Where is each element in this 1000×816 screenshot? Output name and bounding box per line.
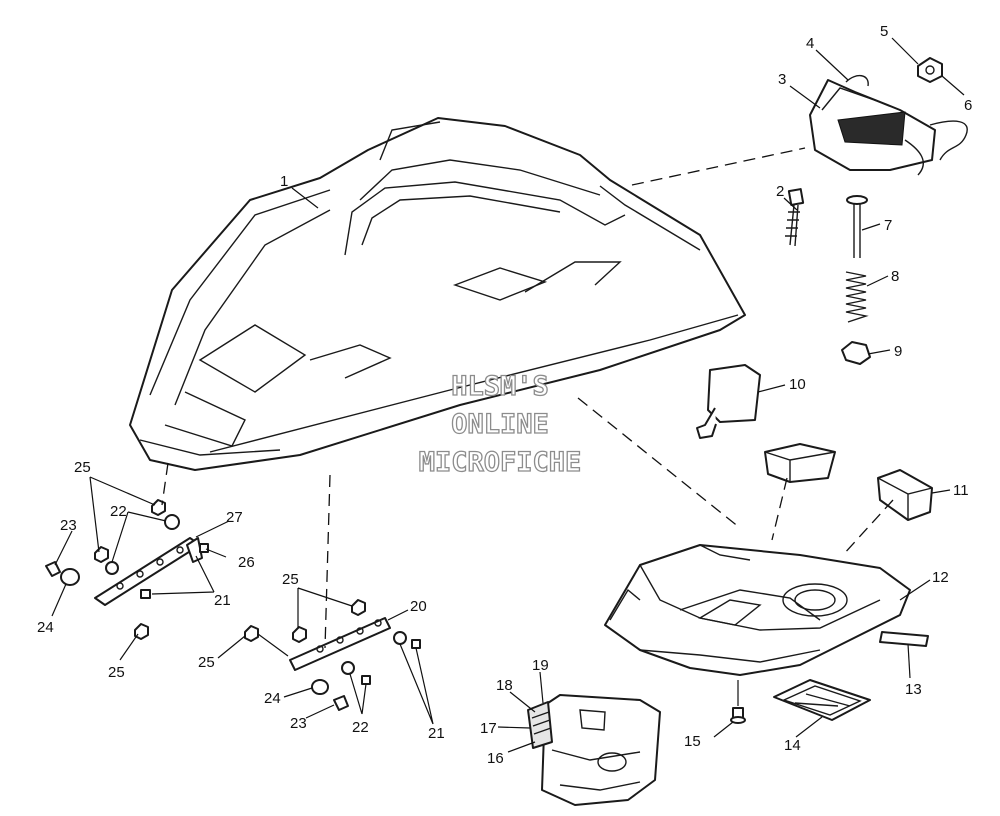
spacer-part <box>311 679 329 695</box>
bolt-part <box>361 675 371 685</box>
nut-part <box>134 623 149 640</box>
callout-7: 7 <box>884 217 892 234</box>
screw-part <box>730 707 746 724</box>
callout-21a: 21 <box>214 592 231 609</box>
clip-part <box>845 75 869 87</box>
bolt-part <box>411 639 421 649</box>
nut-part <box>351 599 366 616</box>
callout-15: 15 <box>684 733 701 750</box>
nut-part <box>244 625 259 642</box>
pin-part <box>846 195 868 258</box>
watermark-line-2: ONLINE <box>451 409 549 440</box>
callout-20: 20 <box>410 598 427 615</box>
nut-part <box>151 499 166 516</box>
callout-1: 1 <box>280 173 288 190</box>
grille-part <box>773 679 871 721</box>
callout-17: 17 <box>480 720 497 737</box>
callout-23a: 23 <box>60 517 77 534</box>
washer-part <box>105 561 119 575</box>
callout-23b: 23 <box>290 715 307 732</box>
windshield-bracket-part <box>809 79 968 176</box>
callout-10: 10 <box>789 376 806 393</box>
callout-16: 16 <box>487 750 504 767</box>
callout-24b: 24 <box>264 690 281 707</box>
callout-13: 13 <box>905 681 922 698</box>
bolt-part <box>140 589 151 599</box>
callout-14: 14 <box>784 737 801 754</box>
nut-part <box>292 626 307 643</box>
callout-19: 19 <box>532 657 549 674</box>
pad-part-a <box>764 443 836 483</box>
callout-22a: 22 <box>110 503 127 520</box>
callout-9: 9 <box>894 343 902 360</box>
fastener-part <box>785 188 805 247</box>
callout-labels: 1 2 3 4 5 6 7 8 9 10 11 12 13 14 15 16 1… <box>37 23 972 767</box>
mirror-part <box>696 364 761 439</box>
callout-26: 26 <box>238 554 255 571</box>
belly-pan-part <box>604 544 911 676</box>
bolt-part <box>45 561 61 577</box>
bolt-part <box>333 695 349 711</box>
knob-part <box>917 57 943 83</box>
callout-2: 2 <box>776 183 784 200</box>
washer-part <box>393 631 407 645</box>
callout-22b: 22 <box>352 719 369 736</box>
clip-part <box>186 537 203 563</box>
nut-part <box>841 341 871 365</box>
lower-panel-part <box>541 694 661 806</box>
callout-11: 11 <box>953 482 969 499</box>
callout-21b: 21 <box>428 725 445 742</box>
leader-lines <box>51 37 965 753</box>
washer-part <box>164 514 180 530</box>
watermark-line-3: MICROFICHE <box>419 447 582 478</box>
nut-part <box>94 546 109 563</box>
pad-part-b <box>877 469 933 521</box>
watermark: HLSM'S ONLINE MICROFICHE <box>418 370 582 478</box>
callout-8: 8 <box>891 268 899 285</box>
decal-part <box>879 631 929 647</box>
callout-18: 18 <box>496 677 513 694</box>
callout-25d: 25 <box>198 654 215 671</box>
hood-part <box>129 117 746 471</box>
callout-3: 3 <box>778 71 786 88</box>
callout-5: 5 <box>880 23 888 40</box>
callout-4: 4 <box>806 35 814 52</box>
spacer-part <box>60 568 80 586</box>
callout-6: 6 <box>964 97 972 114</box>
callout-27: 27 <box>226 509 243 526</box>
spring-part <box>845 271 869 323</box>
bracket-part-right <box>289 617 391 671</box>
callout-25b: 25 <box>108 664 125 681</box>
callout-12: 12 <box>932 569 949 586</box>
watermark-line-1: HLSM'S <box>451 371 549 402</box>
callout-25a: 25 <box>74 459 91 476</box>
washer-part <box>341 661 355 675</box>
assembly-lines <box>161 147 894 649</box>
callout-24a: 24 <box>37 619 54 636</box>
bolt-part <box>199 543 209 553</box>
callout-25c: 25 <box>282 571 299 588</box>
